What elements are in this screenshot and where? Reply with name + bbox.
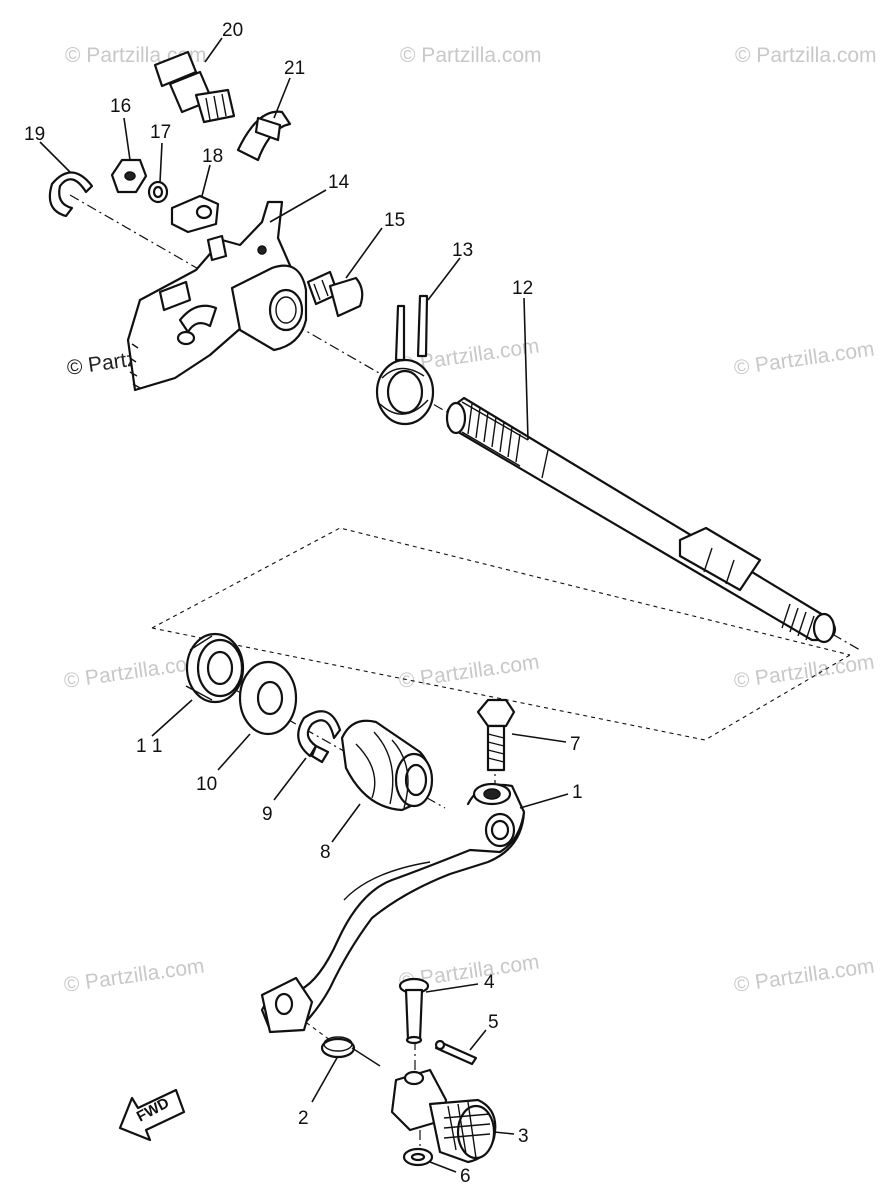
- circlip-upper: [48, 171, 94, 218]
- assembly-outline: [151, 527, 851, 656]
- oil-seal: [185, 632, 245, 704]
- callout-label-11: 1 1: [136, 736, 162, 757]
- return-spring: [375, 294, 435, 426]
- spring-guide: [299, 1017, 331, 1041]
- callout-label-16: 16: [110, 96, 131, 117]
- callout-label-5: 5: [488, 1012, 499, 1033]
- watermark: © Partzilla.com: [62, 954, 205, 996]
- circlip-lower: [297, 710, 342, 764]
- watermark: © Partzilla.com: [732, 337, 875, 379]
- stopper-plate: [236, 110, 292, 162]
- callout-layer: 20 21 16 17 18 19 14 15 13 12 1 1 10 9 8…: [24, 20, 583, 1187]
- pedal-tip: [390, 1068, 497, 1164]
- shift-shaft: [445, 396, 837, 644]
- shift-arm: [126, 200, 308, 392]
- callout-label-1: 1: [572, 782, 583, 803]
- shift-pedal: [260, 782, 526, 1034]
- watermark: © Partzilla.com: [735, 44, 877, 67]
- callout-label-4: 4: [484, 972, 495, 993]
- shift-pin: [306, 270, 364, 318]
- callout-label-20: 20: [222, 20, 243, 41]
- stopper-bolt: [153, 50, 236, 124]
- callout-label-9: 9: [262, 804, 273, 825]
- callout-label-21: 21: [284, 58, 305, 79]
- callout-label-10: 10: [196, 774, 217, 795]
- callout-label-7: 7: [570, 734, 581, 755]
- callout-label-8: 8: [320, 842, 331, 863]
- callout-label-18: 18: [202, 146, 223, 167]
- nut: [110, 158, 148, 194]
- watermark: © Partzilla.com: [732, 650, 875, 692]
- watermark: © Partzilla.com: [400, 44, 542, 67]
- tip-washer: [402, 1147, 434, 1167]
- watermark: © Partzilla.com: [732, 954, 875, 996]
- pivot-pin: [398, 977, 430, 1045]
- callout-label-3: 3: [518, 1126, 529, 1147]
- tip-spring: [320, 1036, 381, 1067]
- callout-label-12: 12: [512, 278, 533, 299]
- callout-label-17: 17: [150, 122, 171, 143]
- collar: [170, 194, 220, 234]
- callout-label-14: 14: [328, 172, 350, 193]
- callout-label-15: 15: [384, 210, 405, 231]
- leader-lines: [39, 37, 569, 1173]
- plain-washer: [238, 660, 298, 736]
- cotter-pin: [434, 1039, 478, 1066]
- callout-label-6: 6: [460, 1166, 471, 1187]
- pinch-bolt: [476, 698, 516, 772]
- watermark: © Partzilla.com: [62, 650, 205, 692]
- rubber-boot: [340, 719, 434, 812]
- callout-label-2: 2: [298, 1108, 309, 1129]
- forward-direction-arrow: FWD: [118, 1088, 186, 1142]
- washer: [147, 180, 169, 204]
- watermark: © Partzilla.com: [397, 650, 540, 692]
- callout-label-13: 13: [452, 240, 473, 261]
- callout-label-19: 19: [24, 124, 45, 145]
